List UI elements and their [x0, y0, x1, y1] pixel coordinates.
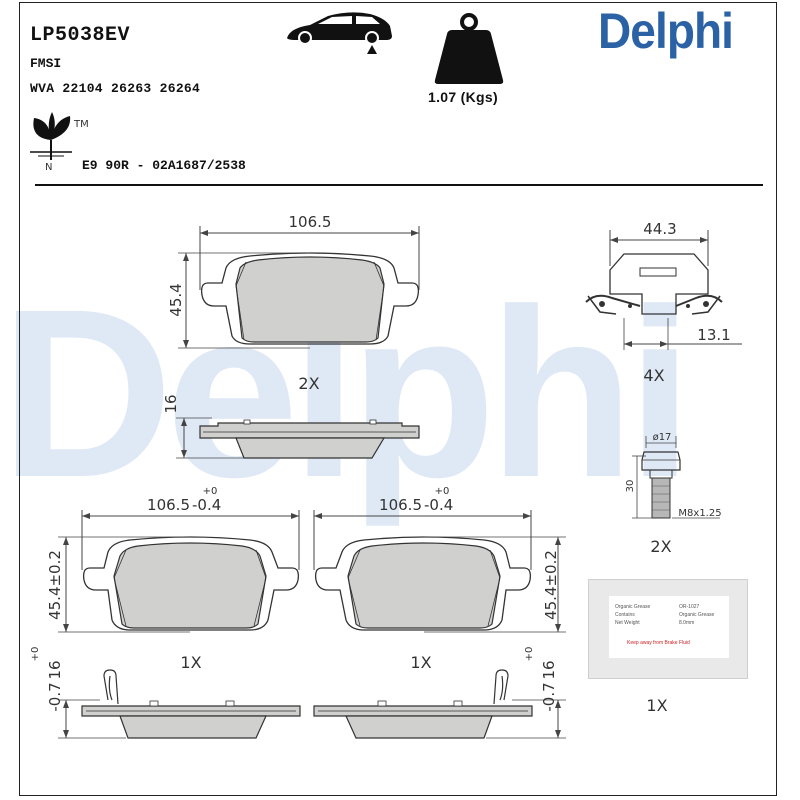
ece-approval: E9 90R - 02A1687/2538 — [82, 158, 246, 173]
left-pad-width-dim: 106.5 — [147, 496, 190, 514]
right-pad-width-tol-upper: +0 — [435, 486, 450, 497]
part-number: LP5038EV — [30, 24, 131, 47]
pad-set-qty: 2X — [298, 374, 319, 393]
left-pad-side-view — [58, 669, 301, 739]
eco-leaf-icon: TM N — [30, 112, 89, 173]
clip-qty: 4X — [643, 366, 664, 385]
right-pad-qty: 1X — [410, 653, 431, 672]
right-pad-width-tol-lower: -0.4 — [424, 496, 453, 514]
right-pad-thickness-tol-upper: +0 — [524, 647, 535, 662]
right-pad-width-dim: 106.5 — [379, 496, 422, 514]
grease-sachet-image: Organic Grease Contains Net Weight OR-10… — [588, 579, 748, 679]
bolt-thread-dim: M8x1.25 — [678, 508, 721, 519]
weight-icon — [434, 13, 504, 84]
right-pad-thickness-dim: 16 — [540, 660, 558, 679]
left-pad-thickness-tol-lower: -0.7 — [46, 682, 64, 711]
left-pad-width-tol-upper: +0 — [203, 486, 218, 497]
right-pad-side-view — [313, 669, 566, 739]
car-rear-axle-icon — [287, 12, 392, 54]
pad-set-side-view — [176, 417, 420, 459]
pad-set-width-dim: 106.5 — [289, 213, 332, 231]
pad-set-front-view — [178, 226, 420, 349]
grease-qty: 1X — [646, 696, 667, 715]
svg-text:N: N — [45, 162, 52, 173]
right-pad-height-dim: 45.4±0.2 — [542, 550, 560, 620]
bolt-diameter-dim: ø17 — [653, 432, 672, 443]
pad-set-height-dim: 45.4 — [167, 283, 185, 316]
pad-thickness-dim: 16 — [162, 394, 180, 413]
right-pad-front-view — [313, 510, 566, 633]
guide-bolt — [632, 436, 720, 519]
bolt-qty: 2X — [650, 537, 671, 556]
fmsi-label: FMSI — [30, 56, 62, 71]
drawing-frame — [19, 2, 777, 796]
left-pad-thickness-dim: 16 — [46, 660, 64, 679]
retaining-clip — [585, 230, 742, 350]
left-pad-thickness-tol-upper: +0 — [30, 647, 41, 662]
left-pad-front-view — [58, 510, 300, 633]
bolt-length-dim: 30 — [625, 480, 636, 493]
header-divider — [35, 184, 763, 186]
brand-logo: Delphi — [598, 3, 734, 59]
left-pad-qty: 1X — [180, 653, 201, 672]
right-pad-thickness-tol-lower: -0.7 — [540, 682, 558, 711]
left-pad-width-tol-lower: -0.4 — [192, 496, 221, 514]
left-pad-height-dim: 45.4±0.2 — [46, 550, 64, 620]
wva-numbers: WVA 22104 26263 26264 — [30, 81, 201, 96]
clip-height-dim: 13.1 — [697, 326, 730, 344]
clip-width-dim: 44.3 — [643, 220, 676, 238]
svg-text:TM: TM — [73, 119, 89, 130]
weight-value: 1.07 (Kgs) — [428, 89, 498, 105]
